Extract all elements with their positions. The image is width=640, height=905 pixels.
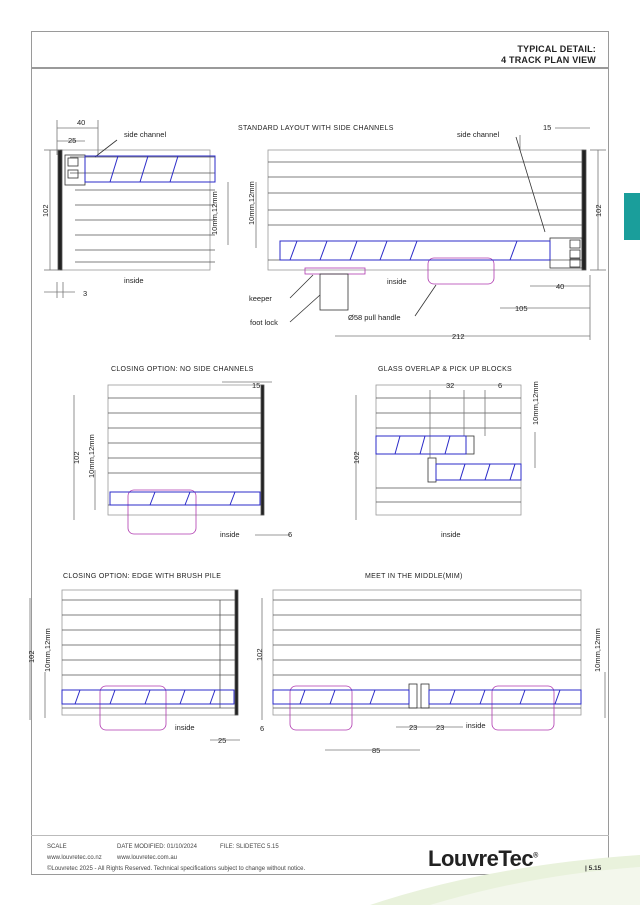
section-tab <box>624 193 640 240</box>
dim-212: 212 <box>452 332 465 341</box>
label-pull-handle: Ø58 pull handle <box>348 313 401 322</box>
footer-swoosh <box>370 855 640 905</box>
section-brush-title: CLOSING OPTION: EDGE WITH BRUSH PILE <box>63 573 222 580</box>
page-frame <box>31 31 609 875</box>
dim-23-b: 23 <box>436 723 444 732</box>
brand-logo: LouvreTec® <box>428 846 538 871</box>
label-side-channel-right: side channel <box>457 130 499 139</box>
page-title: TYPICAL DETAIL: 4 TRACK PLAN VIEW <box>501 44 596 66</box>
dim-15-a: 15 <box>543 123 551 132</box>
footer-copyright: ©Louvretec 2025 - All Rights Reserved. T… <box>47 866 306 872</box>
label-inside-3: inside <box>220 530 240 539</box>
label-inside-4: inside <box>441 530 461 539</box>
dim-102-d: 102 <box>352 451 361 464</box>
dim-25-a: 25 <box>68 136 76 145</box>
footer-file: FILE: SLIDETEC 5.15 <box>220 844 279 850</box>
glass-label-2: 10mm,12mm <box>247 181 256 225</box>
footer-web-au[interactable]: www.louvretec.com.au <box>117 855 178 861</box>
label-inside-5: inside <box>175 723 195 732</box>
label-inside-2: inside <box>387 277 407 286</box>
dim-15-b: 15 <box>252 381 260 390</box>
dim-40-b: 40 <box>556 282 564 291</box>
section-overlap-title: GLASS OVERLAP & PICK UP BLOCKS <box>378 366 513 373</box>
dim-32: 32 <box>446 381 454 390</box>
title-line-2: 4 TRACK PLAN VIEW <box>501 55 596 65</box>
dim-25-b: 25 <box>218 736 226 745</box>
dim-40-a: 40 <box>77 118 85 127</box>
label-foot-lock: foot lock <box>250 318 278 327</box>
dim-6-a: 6 <box>288 530 292 539</box>
section-mim-title: MEET IN THE MIDDLE(MIM) <box>365 573 463 580</box>
brand-logo-text: LouvreTec <box>428 846 534 871</box>
label-keeper: keeper <box>249 294 272 303</box>
dim-102-a: 102 <box>41 204 50 217</box>
section-standard-title: STANDARD LAYOUT WITH SIDE CHANNELS <box>238 125 394 132</box>
dim-102-f: 102 <box>255 648 264 661</box>
dim-102-c: 102 <box>72 451 81 464</box>
dim-102-b: 102 <box>594 204 603 217</box>
dim-23-a: 23 <box>409 723 417 732</box>
header-divider <box>31 67 609 69</box>
dim-6-b: 6 <box>498 381 502 390</box>
glass-label-3: 10mm,12mm <box>87 434 96 478</box>
page-number-value: 5.15 <box>588 865 602 872</box>
glass-label-6: 10mm,12mm <box>593 628 602 672</box>
footer-web-nz[interactable]: www.louvretec.co.nz <box>47 855 102 861</box>
glass-label-1: 10mm,12mm <box>210 191 219 235</box>
label-inside-6: inside <box>466 721 486 730</box>
page-number: | 5.15 <box>585 865 602 872</box>
title-line-1: TYPICAL DETAIL: <box>517 44 596 54</box>
dim-85: 85 <box>372 746 380 755</box>
dim-6-c: 6 <box>260 724 264 733</box>
footer-divider <box>31 835 609 836</box>
dim-102-e: 102 <box>27 650 36 663</box>
section-no-side-title: CLOSING OPTION: NO SIDE CHANNELS <box>111 366 254 373</box>
footer-scale: SCALE <box>47 844 67 850</box>
glass-label-4: 10mm,12mm <box>531 381 540 425</box>
label-inside-1: inside <box>124 276 144 285</box>
footer-date: DATE MODIFIED: 01/10/2024 <box>117 844 197 850</box>
label-side-channel-left: side channel <box>124 130 166 139</box>
dim-105: 105 <box>515 304 528 313</box>
dim-3: 3 <box>83 289 87 298</box>
glass-label-5: 10mm,12mm <box>43 628 52 672</box>
